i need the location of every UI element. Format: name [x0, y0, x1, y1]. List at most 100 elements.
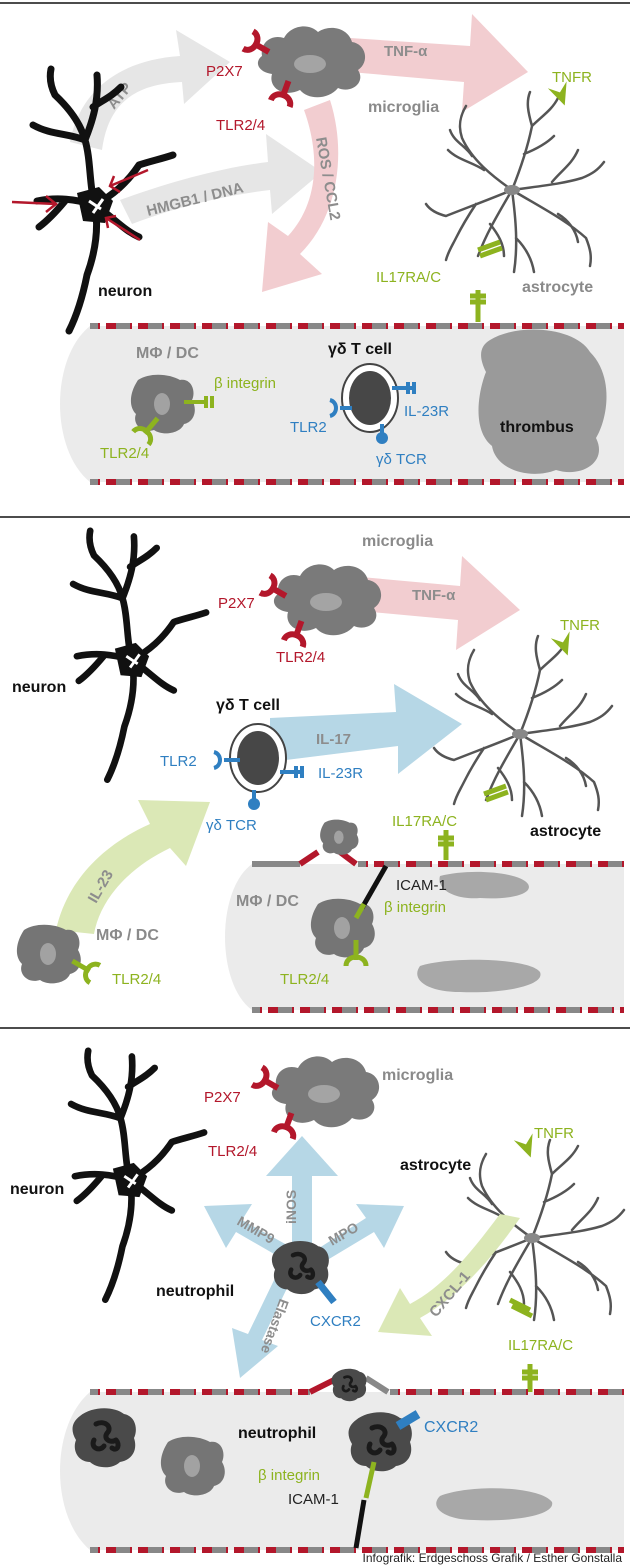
mmp9-arrow — [204, 1204, 296, 1262]
beta-integrin-label: β integrin — [214, 375, 276, 392]
vessel-cxcr2-label: CXCR2 — [424, 1419, 478, 1436]
astrocyte-cell — [424, 90, 606, 274]
il23r-label: IL-23R — [318, 765, 363, 782]
gdtcr-receptor — [248, 790, 260, 810]
mphi-vessel-label: MΦ / DC — [236, 893, 299, 910]
gd-t-cell — [341, 363, 399, 433]
astrocyte-cell — [432, 634, 614, 818]
cxcl1-arrow — [378, 1214, 520, 1336]
tnfr-label: TNFR — [560, 617, 600, 634]
atp-arrow — [70, 30, 230, 150]
gdtcr-label: γδ TCR — [206, 817, 257, 834]
damage-arrows — [11, 168, 149, 242]
icam1-receptor — [353, 864, 389, 920]
neutrophil-label: neutrophil — [156, 1283, 234, 1300]
left-tlr24-label: TLR2/4 — [112, 971, 161, 988]
vessel-cxcr2-receptor — [395, 1410, 421, 1430]
hmgb1-arrow — [120, 134, 322, 224]
neuron-cell — [73, 531, 206, 780]
gdtcr-label: γδ TCR — [376, 451, 427, 468]
il23-arrow — [56, 800, 210, 934]
il17-arrow — [270, 684, 462, 774]
thrombus-shape — [417, 959, 541, 993]
vessel-neutrophil-label: neutrophil — [238, 1425, 316, 1442]
tnf-label: TNF-α — [412, 587, 456, 604]
ros-ccl2-arrow — [262, 100, 339, 292]
elastase-arrow — [232, 1276, 290, 1378]
astrocyte-label: astrocyte — [400, 1157, 471, 1174]
il17rac-label: IL17RA/C — [392, 813, 457, 830]
p2x7-label: P2X7 — [218, 595, 255, 612]
gd-tcell-label: γδ T cell — [216, 697, 280, 714]
microglia-label: microglia — [382, 1067, 453, 1084]
il23r-receptor — [392, 382, 416, 394]
extravasating-cell — [320, 819, 359, 855]
neuron-label: neuron — [98, 283, 152, 300]
beta-integrin-receptor — [184, 396, 214, 408]
il23r-receptor — [280, 766, 304, 778]
beta-integrin-label: β integrin — [258, 1467, 320, 1484]
effector-arrows — [204, 1136, 404, 1378]
microglia-label: microglia — [368, 99, 439, 116]
thrombus-shape — [439, 871, 529, 899]
panel-3: neuron microglia P2X7 TLR2/4 iNOS MMP9 M… — [0, 1027, 630, 1553]
microglia-label: microglia — [362, 533, 433, 550]
neuron-cell — [71, 1051, 204, 1300]
tlr24-label: TLR2/4 — [216, 117, 265, 134]
tnf-arrow — [350, 556, 520, 650]
transmigrating-neutrophil — [330, 1367, 368, 1403]
astrocyte-label: astrocyte — [522, 279, 593, 296]
tlr2-receptor — [213, 750, 240, 770]
thrombus-label: thrombus — [500, 419, 574, 436]
mphi-left-label: MΦ / DC — [96, 927, 159, 944]
mpo-arrow — [316, 1204, 404, 1262]
vessel-neutrophil-cell — [73, 1408, 136, 1467]
microglia-cell — [257, 26, 366, 98]
astrocyte-cell — [444, 1138, 626, 1322]
icam1-label: ICAM-1 — [288, 1491, 339, 1508]
tnf-arrow — [350, 14, 528, 112]
il17-label: IL-17 — [316, 731, 351, 748]
mphi-tlr24-label: TLR2/4 — [100, 445, 149, 462]
mphi-dc-left-cell — [16, 924, 81, 984]
thrombus-shape — [436, 1488, 553, 1521]
il17rac-receptor — [470, 239, 503, 322]
neuron-label: neuron — [10, 1181, 64, 1198]
il17rac-label: IL17RA/C — [376, 269, 441, 286]
panel-2: TNF-α IL-17 IL-23 neuron microglia P2X7 … — [0, 516, 630, 1013]
cxcr2-receptor — [315, 1279, 337, 1305]
il23r-label: IL-23R — [404, 403, 449, 420]
il17rac-receptor — [438, 783, 509, 860]
tnfr-label: TNFR — [534, 1125, 574, 1142]
thrombus-shape — [478, 329, 607, 474]
il17rac-label: IL17RA/C — [508, 1337, 573, 1354]
gd-t-cell — [229, 723, 287, 793]
cxcr2-label: CXCR2 — [310, 1313, 361, 1330]
beta-integrin-label: β integrin — [384, 899, 446, 916]
p2x7-label: P2X7 — [204, 1089, 241, 1106]
inos-label: iNOS — [283, 1190, 299, 1224]
neuron-label: neuron — [12, 679, 66, 696]
vessel-tlr24-label: TLR2/4 — [280, 971, 329, 988]
credit-line: Infografik: Erdgeschoss Grafik / Esther … — [363, 1551, 623, 1565]
p2x7-label: P2X7 — [206, 63, 243, 80]
icam1-receptor — [353, 1461, 377, 1549]
tlr24-label: TLR2/4 — [208, 1143, 257, 1160]
microglia-cell — [273, 564, 382, 636]
inos-arrow — [266, 1136, 338, 1264]
tlr24-label: TLR2/4 — [276, 649, 325, 666]
tlr2-label: TLR2 — [290, 419, 327, 436]
gdtcr-receptor — [376, 424, 388, 444]
il17rac-receptor — [508, 1297, 538, 1394]
mphi-label: MΦ / DC — [136, 345, 199, 362]
blood-vessel — [60, 1375, 624, 1553]
tnfr-label: TNFR — [552, 69, 592, 86]
tlr2-label: TLR2 — [160, 753, 197, 770]
astrocyte-label: astrocyte — [530, 823, 601, 840]
tlr2-receptor — [329, 398, 352, 418]
tnf-label: TNF-α — [384, 43, 428, 60]
icam1-label: ICAM-1 — [396, 877, 447, 894]
gd-tcell-label: γδ T cell — [328, 341, 392, 358]
panel-1: ATP HMGB1 / DNA TNF-α ROS / CCL2 neuron … — [0, 2, 630, 485]
